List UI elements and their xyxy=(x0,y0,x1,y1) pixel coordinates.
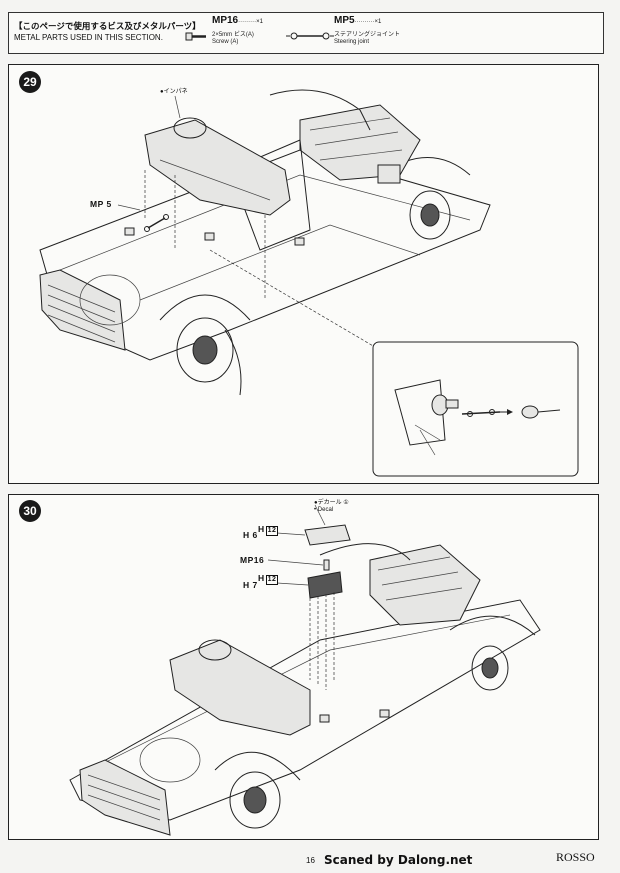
label-h7-ref-box: 12 xyxy=(265,575,279,585)
metal-parts-header xyxy=(8,12,604,54)
label-mp5: MP 5 xyxy=(90,199,112,209)
label-decal-num: ① xyxy=(343,500,349,506)
step-30-number: 30 xyxy=(19,500,41,522)
label-h6: H 6 xyxy=(243,530,258,540)
screw-icon xyxy=(185,32,206,41)
part-mp16-qty: ×1 xyxy=(256,19,263,25)
label-h6-text: H 6 xyxy=(243,530,258,540)
label-h6-ref-letter: H xyxy=(258,524,265,534)
part-mp5-sub2: Steering joint xyxy=(334,39,370,45)
label-inpane: ●インパネ xyxy=(160,89,188,95)
label-h7-ref-letter: H xyxy=(258,573,265,583)
step-29-chassis-drawing xyxy=(39,89,491,396)
label-decal: ●デカール ① • Decal xyxy=(314,500,349,514)
part-mp5-code: MP5 xyxy=(334,15,355,26)
header-en-title: METAL PARTS USED IN THIS SECTION. xyxy=(14,33,163,42)
page-number: 16 xyxy=(306,856,315,865)
label-h7-text: H 7 xyxy=(243,580,258,590)
steering-joint-icon xyxy=(286,32,334,40)
label-h7: H 7 xyxy=(243,580,258,590)
part-mp5-qty: ×1 xyxy=(374,19,382,25)
header-jp-title: 【このページで使用するビス及びメタルパーツ】 xyxy=(14,21,201,31)
label-decal-en: • Decal xyxy=(314,507,334,513)
part-mp5-sub: ステアリングジョイント Steering joint xyxy=(334,32,400,46)
step-30-chassis-drawing xyxy=(69,504,541,836)
label-decal-jp: ●デカール xyxy=(314,500,342,506)
part-mp16: MP16·········×1 xyxy=(212,15,263,26)
label-mp16: MP16 xyxy=(240,555,265,565)
scan-credit: Scaned by Dalong.net xyxy=(324,853,473,867)
step-29-number: 29 xyxy=(19,71,41,93)
label-h6-ref-box: 12 xyxy=(265,526,279,536)
part-mp16-code: MP16 xyxy=(212,15,239,26)
steering-joint-detail-inset xyxy=(372,341,579,477)
part-mp16-sub1: 2×5mm ビス(A) xyxy=(212,32,254,38)
part-mp16-sub: 2×5mm ビス(A) Screw (A) xyxy=(212,32,254,46)
part-mp16-sub2: Screw (A) xyxy=(212,39,239,45)
part-mp5: MP5··········×1 xyxy=(334,15,382,26)
brand-name: ROSSO xyxy=(556,850,595,864)
part-mp5-sub1: ステアリングジョイント xyxy=(334,32,401,38)
